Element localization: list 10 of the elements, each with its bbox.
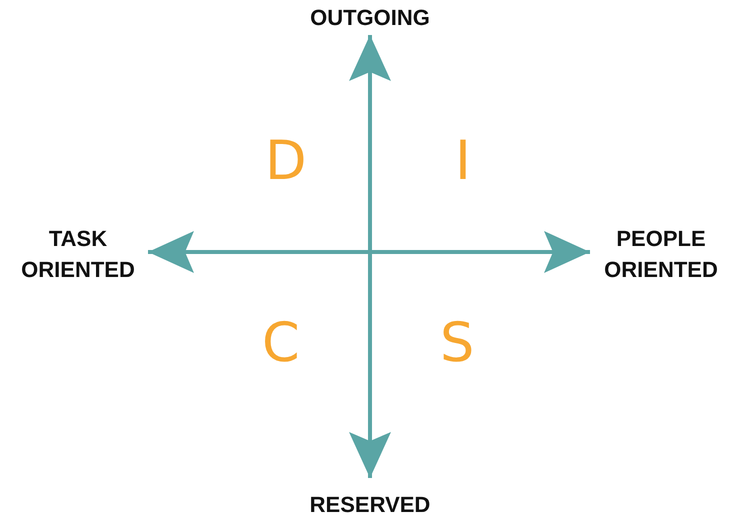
double-headed-arrow	[349, 35, 391, 478]
axis-label: PEOPLE ORIENTED	[603, 225, 719, 284]
quadrant-letter: I	[455, 134, 471, 188]
quadrant-letter: D	[265, 134, 307, 188]
quadrant-letter: S	[440, 316, 474, 370]
axis-label: TASK ORIENTED	[20, 225, 136, 284]
quadrant-letter: C	[262, 316, 300, 370]
axis-label: OUTGOING	[310, 4, 430, 32]
axis-label: RESERVED	[310, 491, 430, 519]
double-headed-arrow	[148, 231, 590, 273]
